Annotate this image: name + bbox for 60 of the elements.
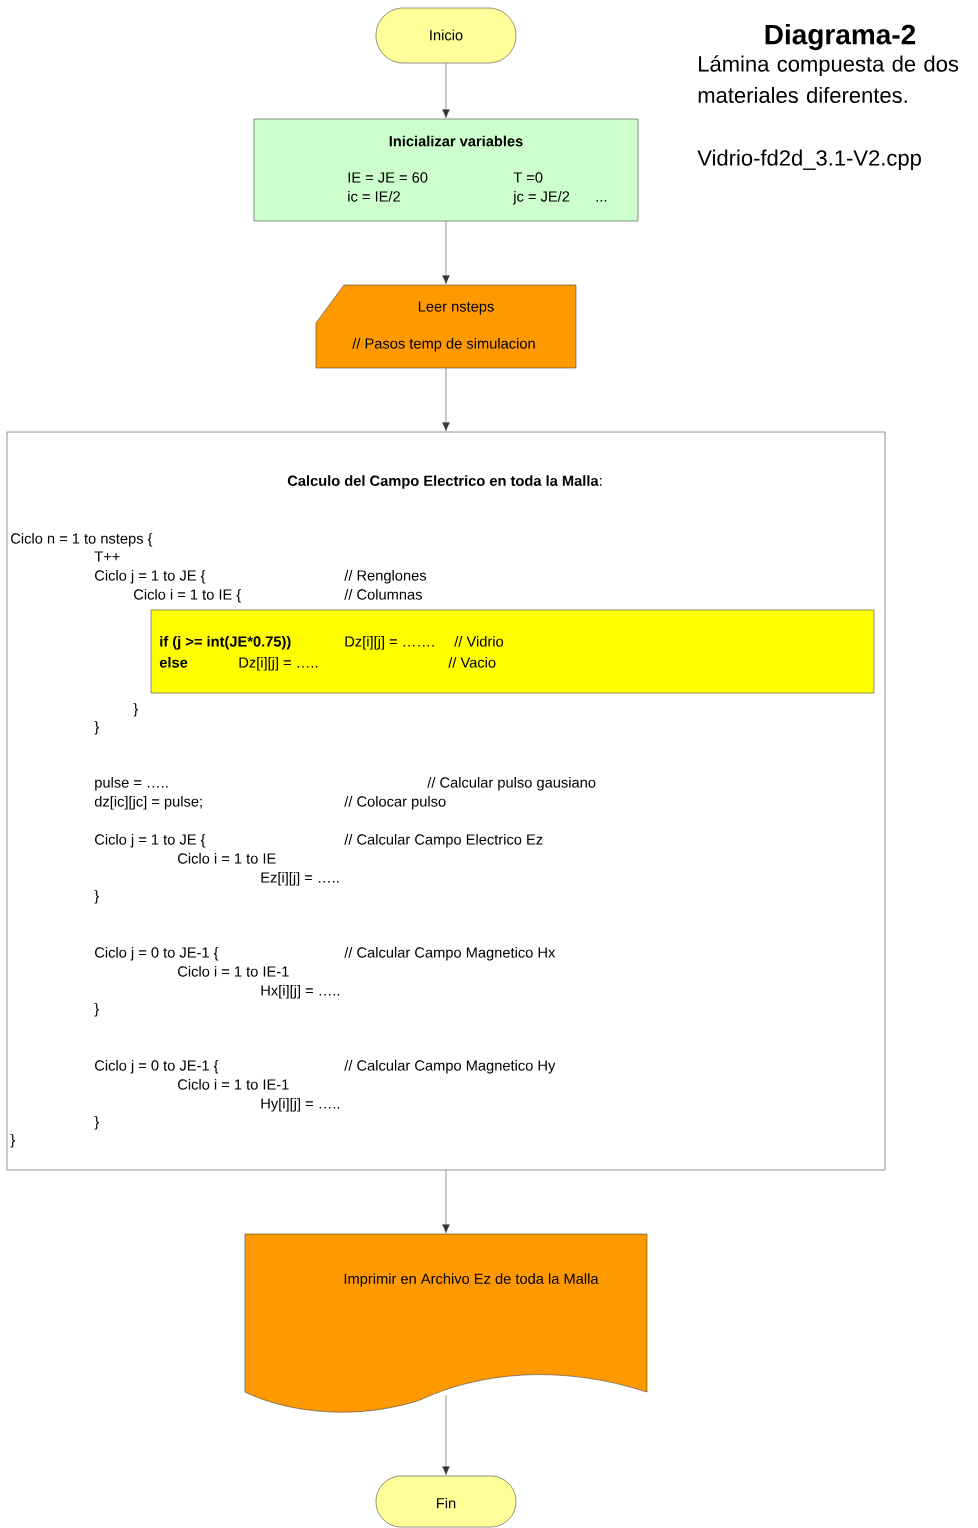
- code-line: Dz[i][j] = …….: [345, 635, 434, 650]
- code-line: // Calcular Campo Magnetico Hy: [344, 1059, 556, 1074]
- process-box: [253, 118, 639, 222]
- code-line: Ciclo j = 0 to JE-1 {: [95, 946, 219, 961]
- code-line: Hx[i][j] = …..: [261, 984, 340, 999]
- code-line: Ciclo j = 1 to JE {: [95, 833, 206, 848]
- variable-text: T =0: [513, 172, 543, 183]
- condition-box: [150, 609, 875, 694]
- code-line: // Columnas: [344, 588, 422, 600]
- code-line: }: [94, 889, 99, 904]
- code-line: Ciclo i = 1 to IE {: [134, 588, 241, 603]
- terminal-label: Fin: [437, 1497, 456, 1509]
- input-box: [315, 284, 577, 369]
- code-line: pulse = …..: [95, 776, 168, 791]
- document-shape: [244, 1233, 648, 1413]
- arrow: [442, 368, 450, 432]
- end-terminal: [375, 1475, 517, 1528]
- code-line: // Calcular pulso gausiano: [427, 776, 596, 791]
- code-line: // Colocar pulso: [344, 795, 446, 810]
- code-line: // Calcular Campo Electrico Ez: [344, 833, 543, 848]
- terminal-label: Inicio: [430, 29, 463, 41]
- arrow: [442, 1170, 450, 1234]
- code-line: if (j >= int(JE*0.75)): [160, 635, 291, 650]
- code-line: Calculo del Campo Electrico en toda la Malla:: [287, 475, 602, 489]
- code-line: }: [94, 1002, 99, 1017]
- code-line: T++: [94, 551, 120, 562]
- code-line: Ez[i][j] = …..: [261, 871, 339, 886]
- variable-text: Inicializar variables: [389, 135, 523, 147]
- start-terminal: [375, 7, 517, 64]
- code-line: // Vacio: [448, 656, 496, 668]
- code-line: Hy[i][j] = …..: [261, 1097, 340, 1112]
- variable-text: ic = IE/2: [348, 190, 400, 202]
- code-line: }: [10, 1133, 15, 1148]
- arrow: [442, 1395, 450, 1476]
- code-line: // Renglones: [344, 569, 427, 584]
- code-line: // Calcular Campo Magnetico Hx: [344, 946, 556, 961]
- code-line: Dz[i][j] = …..: [239, 656, 318, 671]
- code-line: }: [133, 702, 138, 717]
- file-name: Vidrio-fd2d_3.1-V2.cpp: [697, 149, 921, 171]
- output-text: Imprimir en Archivo Ez de toda la Malla: [344, 1273, 599, 1287]
- code-line: // Vidrio: [454, 635, 504, 647]
- code-line: Ciclo i = 1 to IE: [178, 852, 276, 864]
- arrow: [442, 221, 450, 285]
- input-text: Leer nsteps: [418, 301, 494, 315]
- arrow: [442, 63, 450, 119]
- title: Diagrama-2: [765, 23, 916, 51]
- code-line: }: [94, 1115, 99, 1130]
- variable-text: ...: [596, 199, 607, 202]
- input-text: // Pasos temp de simulacion: [352, 337, 535, 352]
- code-line: Ciclo i = 1 to IE-1: [178, 1078, 289, 1090]
- code-line: dz[ic][jc] = pulse;: [94, 795, 202, 810]
- code-line: }: [94, 720, 99, 735]
- variable-text: jc = JE/2: [512, 190, 570, 205]
- code-line: Ciclo n = 1 to nsteps {: [11, 532, 153, 547]
- code-line: Ciclo j = 1 to JE {: [95, 569, 206, 584]
- variable-text: IE = JE = 60: [348, 172, 428, 183]
- description-text: Lámina compuesta de dos materiales diferentes.: [698, 55, 959, 103]
- code-line: Ciclo i = 1 to IE-1: [178, 965, 289, 977]
- code-line: Ciclo j = 0 to JE-1 {: [95, 1059, 219, 1074]
- code-line: else: [159, 656, 188, 668]
